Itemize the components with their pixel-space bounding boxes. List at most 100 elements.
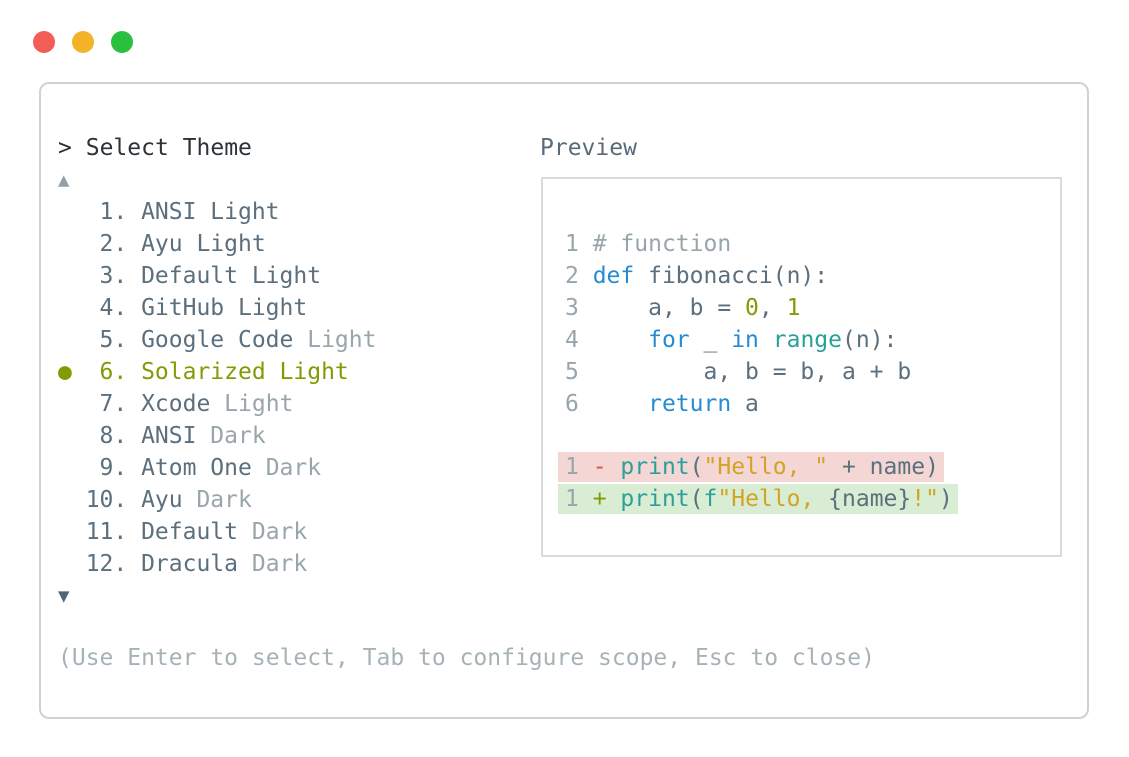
code-token: ) — [938, 486, 953, 512]
theme-list-item[interactable]: 12. Dracula Dark — [58, 548, 376, 580]
line-number: 6 — [565, 391, 593, 417]
code-token: a — [731, 391, 759, 417]
code-token — [759, 327, 773, 353]
theme-item-variant: Light — [293, 327, 377, 353]
code-token: 0 — [745, 295, 759, 321]
line-number: 1 — [565, 231, 593, 257]
theme-list-item[interactable]: 3. Default Light — [58, 260, 376, 292]
theme-item-name: Default Light — [141, 263, 322, 289]
code-token: _ — [689, 327, 732, 353]
theme-list-item[interactable]: 2. Ayu Light — [58, 228, 376, 260]
scroll-up-indicator-icon[interactable]: ▲ — [58, 169, 70, 191]
code-token — [593, 391, 648, 417]
theme-item-variant: Light — [210, 391, 294, 417]
code-token: print — [620, 486, 690, 512]
diff-sign-added: + — [592, 486, 621, 512]
diff-sign-removed: - — [592, 454, 621, 480]
code-token: range — [772, 327, 842, 353]
theme-list-item[interactable]: 5. Google Code Light — [58, 324, 377, 356]
code-line: 2 def fibonacci(n): — [565, 260, 911, 292]
theme-list-item[interactable]: ● 6. Solarized Light — [58, 356, 376, 388]
theme-item-number: 1. — [99, 199, 128, 225]
scroll-down-indicator-icon[interactable]: ▼ — [58, 585, 70, 607]
theme-list-item[interactable]: 4. GitHub Light — [58, 292, 376, 324]
code-token: fibonacci(n): — [634, 263, 829, 289]
code-token: def — [592, 263, 635, 289]
theme-item-number: 8. — [99, 423, 128, 449]
minimize-button[interactable] — [72, 31, 94, 53]
diff-line-added: 1 + print(f"Hello, {name}!") — [558, 484, 958, 514]
spacer — [127, 484, 141, 516]
diff-line-removed: 1 - print("Hello, " + name) — [558, 452, 944, 482]
spacer — [127, 356, 141, 388]
prompt-line: > Select Theme — [58, 132, 252, 164]
theme-item-name: ANSI Light — [141, 199, 280, 225]
spacer — [127, 260, 141, 292]
code-token: ( — [689, 486, 704, 512]
spacer — [127, 324, 141, 356]
code-token: (n): — [842, 327, 898, 353]
theme-item-number: 12. — [85, 551, 128, 577]
theme-item-number: 10. — [85, 487, 128, 513]
code-token: for — [648, 327, 690, 353]
code-token: # function — [592, 231, 732, 257]
panel-title: Select Theme — [85, 135, 252, 161]
zoom-button[interactable] — [111, 31, 133, 53]
line-number: 3 — [565, 295, 593, 321]
code-token: in — [731, 327, 759, 353]
spacer — [127, 388, 141, 420]
spacer — [127, 452, 141, 484]
theme-item-number: 6. — [99, 359, 128, 385]
code-token: + name) — [828, 454, 939, 480]
theme-item-variant: Dark — [238, 519, 308, 545]
theme-item-variant: Dark — [182, 487, 252, 513]
code-token: "Hello, " — [703, 454, 829, 480]
code-token: f — [703, 486, 718, 512]
theme-list-item[interactable]: 8. ANSI Dark — [58, 420, 376, 452]
theme-list-item[interactable]: 11. Default Dark — [58, 516, 376, 548]
code-line: 6 return a — [565, 388, 911, 420]
code-token: a, b = — [592, 295, 746, 321]
code-token: , — [758, 295, 787, 321]
theme-item-number: 3. — [99, 263, 128, 289]
code-token: a, b = b, a + b — [592, 359, 912, 385]
selected-marker-icon: ● — [58, 359, 72, 385]
theme-list-item[interactable]: 10. Ayu Dark — [58, 484, 376, 516]
spacer — [127, 516, 141, 548]
theme-item-name: Solarized Light — [141, 359, 349, 385]
line-number: 1 — [565, 454, 593, 480]
theme-item-number: 2. — [99, 231, 128, 257]
prompt-caret: > — [58, 135, 72, 161]
preview-label: Preview — [540, 135, 637, 161]
theme-item-name: GitHub Light — [141, 295, 308, 321]
spacer — [127, 196, 141, 228]
code-token: return — [648, 391, 732, 417]
code-token: {name} — [828, 486, 912, 512]
theme-item-number: 9. — [99, 455, 128, 481]
theme-item-name: Ayu Light — [141, 231, 266, 257]
theme-item-number: 4. — [99, 295, 128, 321]
close-button[interactable] — [33, 31, 55, 53]
code-line: 3 a, b = 0, 1 — [565, 292, 911, 324]
spacer — [72, 135, 86, 161]
spacer — [127, 548, 141, 580]
window-controls — [33, 31, 133, 53]
theme-item-number: 11. — [85, 519, 128, 545]
theme-item-number: 5. — [99, 327, 128, 353]
code-token: !" — [911, 486, 939, 512]
spacer — [127, 292, 141, 324]
line-number: 2 — [565, 263, 593, 289]
theme-list-item[interactable]: 7. Xcode Light — [58, 388, 376, 420]
code-token: 1 — [786, 295, 801, 321]
theme-list-item[interactable]: 9. Atom One Dark — [58, 452, 376, 484]
diff-preview: 1 - print("Hello, " + name)1 + print(f"H… — [558, 452, 958, 516]
theme-item-name: Dracula — [141, 551, 238, 577]
code-token: print — [620, 454, 690, 480]
theme-list-item[interactable]: 1. ANSI Light — [58, 196, 376, 228]
theme-item-name: Default — [141, 519, 238, 545]
code-line: 4 for _ in range(n): — [565, 324, 911, 356]
